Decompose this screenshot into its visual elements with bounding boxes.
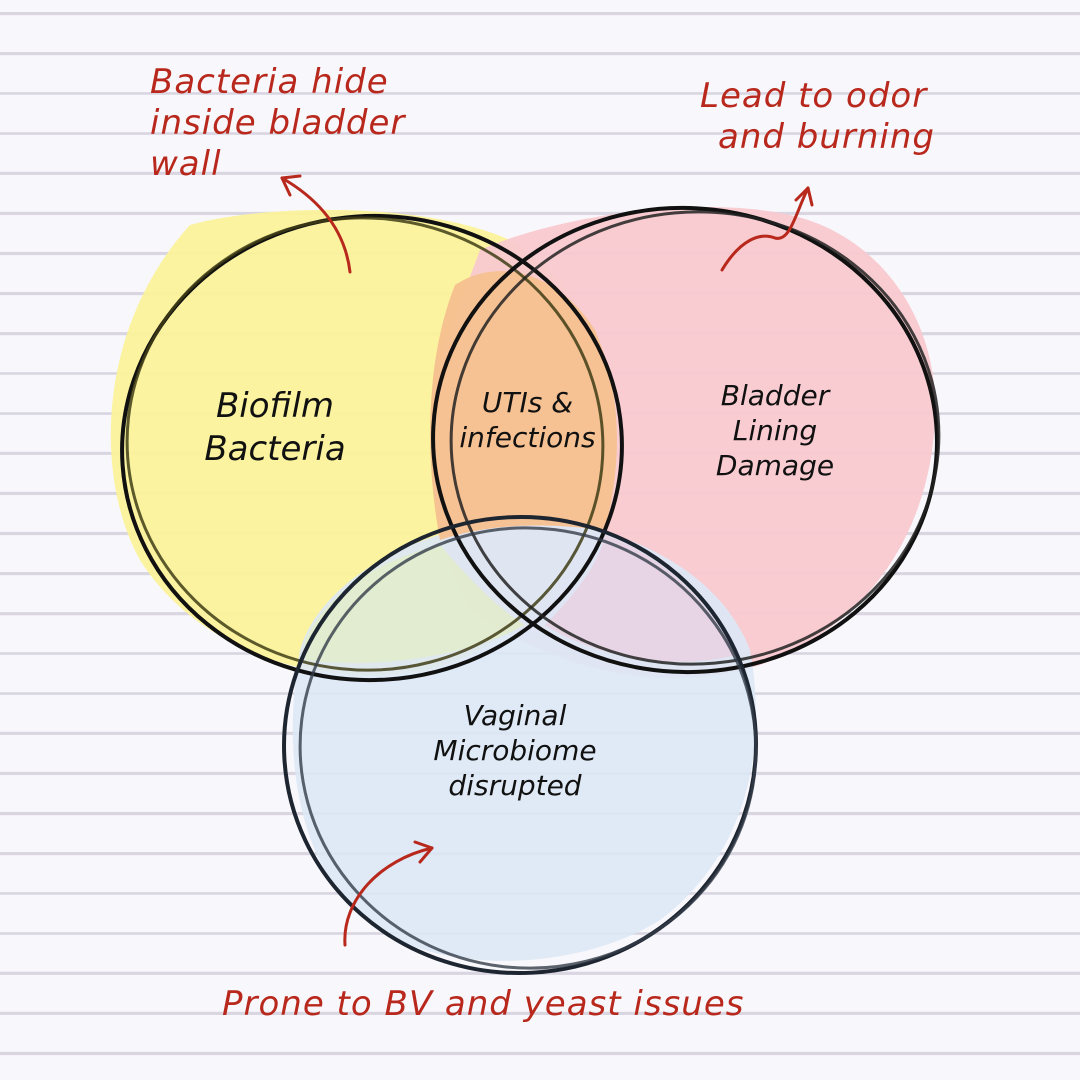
vaginal-label: Vaginal Microbiome disrupted [410, 698, 620, 803]
annotation-top-left-line3: wall [150, 143, 222, 184]
annotation-top-right-line2: and burning [718, 116, 936, 157]
arrow-bottom [343, 846, 434, 947]
bladder-label-line3: Damage [715, 449, 835, 482]
vaginal-label-line2: Microbiome [433, 734, 597, 767]
vaginal-label-line3: disrupted [448, 769, 582, 802]
center-label: UTIs & infections [440, 385, 615, 455]
annotation-top-right-line1: Lead to odor [700, 76, 928, 116]
pink-blue-overlap-fill [545, 535, 735, 662]
arrowhead-bottom [413, 840, 434, 864]
arrow-top-left [280, 176, 352, 274]
bladder-label-line1: Bladder [720, 379, 830, 412]
vaginal-circle-overdraw [298, 526, 758, 970]
bladder-circle-overdraw [449, 210, 941, 666]
annotation-top-left-line2: inside bladder [150, 102, 406, 143]
annotation-top-left: Bacteria hide inside bladder wall [150, 62, 480, 184]
annotation-bottom: Prone to BV and yeast issues [222, 984, 922, 1025]
annotation-top-right: Lead to odor and burning [700, 76, 1000, 158]
biofilm-label-line1: Biofilm [215, 386, 335, 426]
biofilm-label: Biofilm Bacteria [180, 385, 370, 470]
biofilm-label-line2: Bacteria [204, 428, 346, 469]
arrowhead-top-left [280, 174, 302, 197]
biofilm-circle-overdraw [125, 216, 605, 672]
bladder-label-line2: Lining [732, 414, 818, 447]
center-label-line1: UTIs & [481, 386, 574, 419]
vaginal-label-line1: Vaginal [463, 699, 567, 732]
yellow-blue-overlap-fill [305, 545, 525, 664]
annotation-top-left-line1: Bacteria hide [150, 62, 389, 102]
center-label-line2: infections [459, 421, 596, 454]
arrowhead-top-right [794, 186, 814, 207]
bladder-label: Bladder Lining Damage [680, 378, 870, 483]
annotation-bottom-text: Prone to BV and yeast issues [222, 984, 745, 1024]
arrow-top-right [720, 186, 810, 272]
